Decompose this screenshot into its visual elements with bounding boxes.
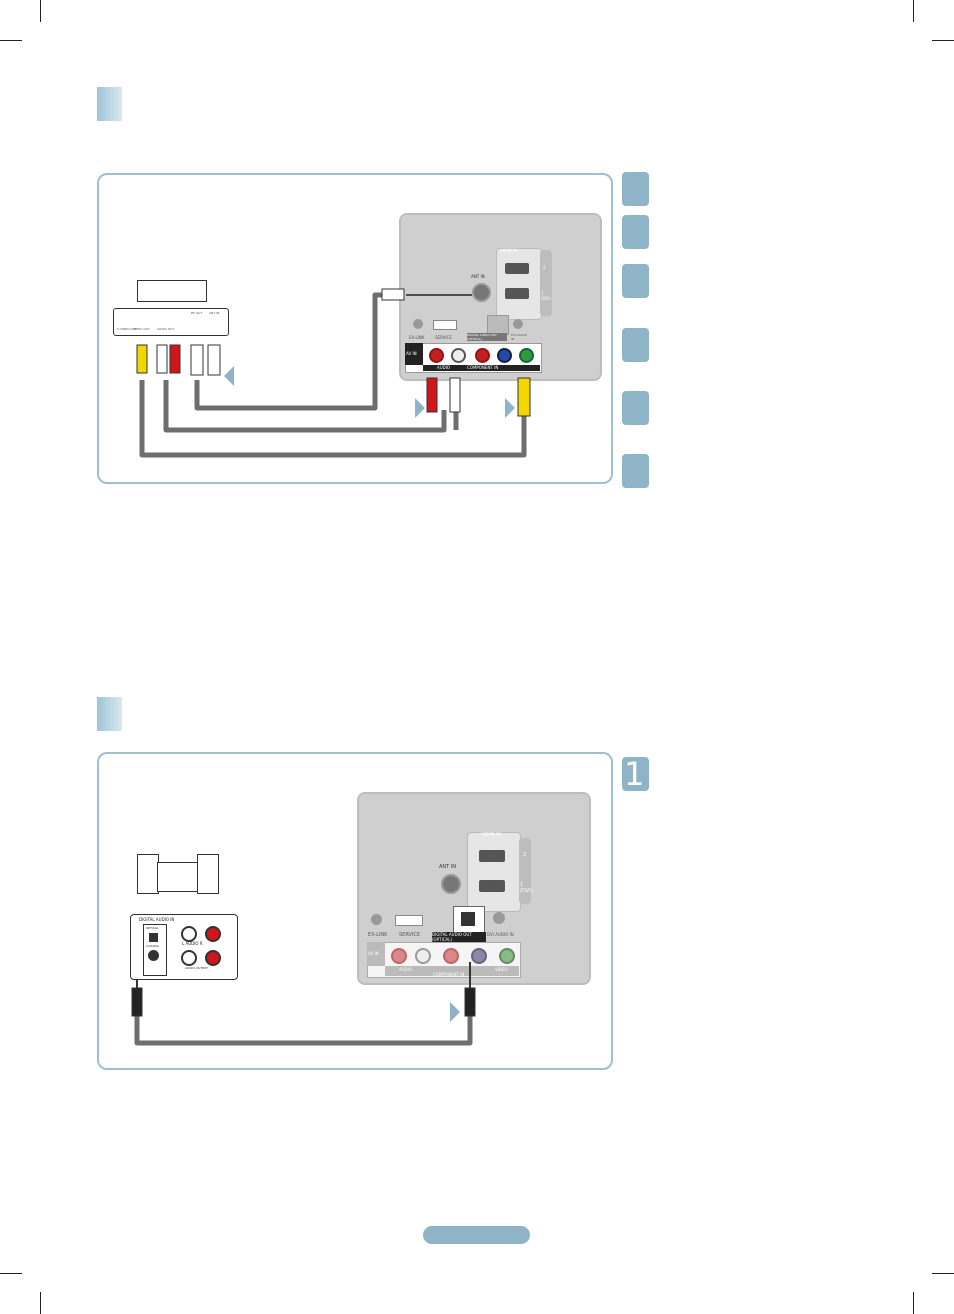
audio-system-rear-panel — [130, 914, 238, 980]
component-strip — [385, 966, 519, 976]
audio-label: AUDIO — [399, 967, 413, 972]
rf-out-label: RF OUT — [191, 311, 203, 315]
hdmi-1-port — [505, 288, 529, 299]
audio-l-port — [415, 948, 431, 964]
device-ant-in-label: ANT IN — [209, 311, 220, 315]
hdmi-side — [540, 250, 552, 316]
audio-out-label: AUDIO OUT — [157, 327, 175, 331]
crop-mark — [0, 1273, 22, 1274]
service-label: SERVICE — [435, 335, 452, 340]
audio-r-port — [391, 948, 407, 964]
dvi-audio-in-port — [493, 912, 505, 924]
component-in-label: COMPONENT IN — [433, 972, 465, 977]
ant-in-port — [472, 283, 491, 302]
audio-in-l-port — [181, 926, 197, 942]
component-in-label: COMPONENT IN — [467, 365, 499, 370]
y-video-port — [519, 348, 534, 363]
hdmi-1-port — [479, 880, 505, 892]
hdmi-in-label: HDMI IN — [481, 832, 502, 838]
tv-rear-panel: HDMI IN 2 1 (DVI) ANT IN EX-LINK SERVICE… — [399, 213, 602, 381]
hdmi-2-port — [505, 263, 529, 274]
service-port — [433, 320, 457, 330]
step-6-box — [622, 454, 649, 488]
step-5-box — [622, 391, 649, 425]
step-3-box — [622, 264, 649, 298]
digital-audio-out-label: DIGITAL AUDIO OUT (OPTICAL) — [432, 932, 486, 942]
optical-label: OPTICAL — [146, 926, 159, 930]
dvi-audio-in-port — [513, 319, 523, 329]
pb-port — [497, 348, 512, 363]
pr-port — [443, 948, 459, 964]
crop-mark — [0, 40, 22, 41]
dvi-audio-in-label: DVI AUDIO IN — [511, 333, 527, 341]
step-1-box: 1 — [622, 757, 649, 791]
svideo-out-label: S-VIDEO OUT — [117, 327, 137, 331]
hdmi-in-label: HDMI IN — [501, 248, 518, 253]
av-in-tag — [367, 942, 385, 966]
section-2-marker — [97, 697, 122, 731]
component-strip — [423, 365, 540, 371]
dvi-audio-in-label: DVI AUDIO IN — [487, 932, 514, 937]
optical-input-box — [143, 924, 167, 976]
step-2-box — [622, 215, 649, 249]
crop-mark — [932, 40, 954, 41]
hdmi-1-label: 1 (DVI) — [541, 291, 552, 301]
coaxial-input-port — [148, 950, 159, 961]
coaxial-label: COAXIAL — [146, 944, 160, 948]
step-1-box — [622, 172, 649, 206]
step-4-box — [622, 328, 649, 362]
av-in-label: AV IN — [406, 351, 417, 356]
av-in-tag — [405, 343, 423, 365]
speaker-right-icon — [197, 854, 219, 894]
crop-mark — [913, 0, 914, 22]
hdmi-side — [519, 838, 531, 904]
audio-out-r-port — [205, 950, 221, 966]
service-port — [395, 915, 423, 926]
hdmi-block — [467, 832, 521, 912]
hdmi-2-label: 2 — [543, 265, 546, 270]
video-label: VIDEO — [495, 967, 508, 972]
hdmi-2-port — [479, 850, 505, 862]
audio-lr-label: L AUDIO R — [182, 941, 203, 946]
pr-port — [475, 348, 490, 363]
ant-in-label: ANT IN — [439, 864, 457, 870]
pb-port — [471, 948, 487, 964]
ex-link-label: EX-LINK — [409, 335, 425, 340]
crop-mark — [40, 1292, 41, 1314]
vcr-rear-panel — [113, 308, 229, 336]
hdmi-2-label: 2 — [523, 852, 527, 858]
audio-out-l-port — [181, 950, 197, 966]
audio-label: AUDIO — [437, 365, 451, 370]
y-video-port — [499, 948, 515, 964]
tv-rear-panel: HDMI IN 2 1 (DVI) ANT IN EX-LINK SERVICE… — [357, 792, 591, 985]
audio-in-r-port — [205, 926, 221, 942]
page-number-bar — [423, 1226, 530, 1244]
ant-in-label: ANT IN — [471, 274, 485, 279]
stereo-unit-icon — [157, 862, 199, 892]
crop-mark — [932, 1273, 954, 1274]
ex-link-label: EX-LINK — [368, 932, 388, 938]
ex-link-port — [413, 319, 423, 329]
vcr-device-icon — [137, 280, 207, 302]
ant-in-port — [441, 874, 461, 894]
audio-output-label: AUDIO OUTPUT — [185, 966, 208, 970]
hdmi-1-label: 1 (DVI) — [520, 882, 533, 894]
service-label: SERVICE — [399, 932, 421, 938]
crop-mark — [913, 1292, 914, 1314]
digital-audio-out-label: DIGITAL AUDIO OUT (OPTICAL) — [467, 333, 507, 341]
digital-audio-in-label: DIGITAL AUDIO IN — [139, 917, 175, 922]
av-in-label: AV IN — [368, 951, 379, 956]
optical-port — [461, 912, 475, 926]
audio-l-port — [451, 348, 466, 363]
ex-link-port — [371, 914, 382, 925]
section-2-diagram-panel: HDMI IN 2 1 (DVI) ANT IN EX-LINK SERVICE… — [97, 752, 613, 1070]
optical-input-port — [149, 933, 158, 942]
audio-r-port — [429, 348, 444, 363]
crop-mark — [40, 0, 41, 22]
section-1-marker — [97, 87, 122, 121]
video-out-label: VIDEO OUT — [133, 327, 150, 331]
